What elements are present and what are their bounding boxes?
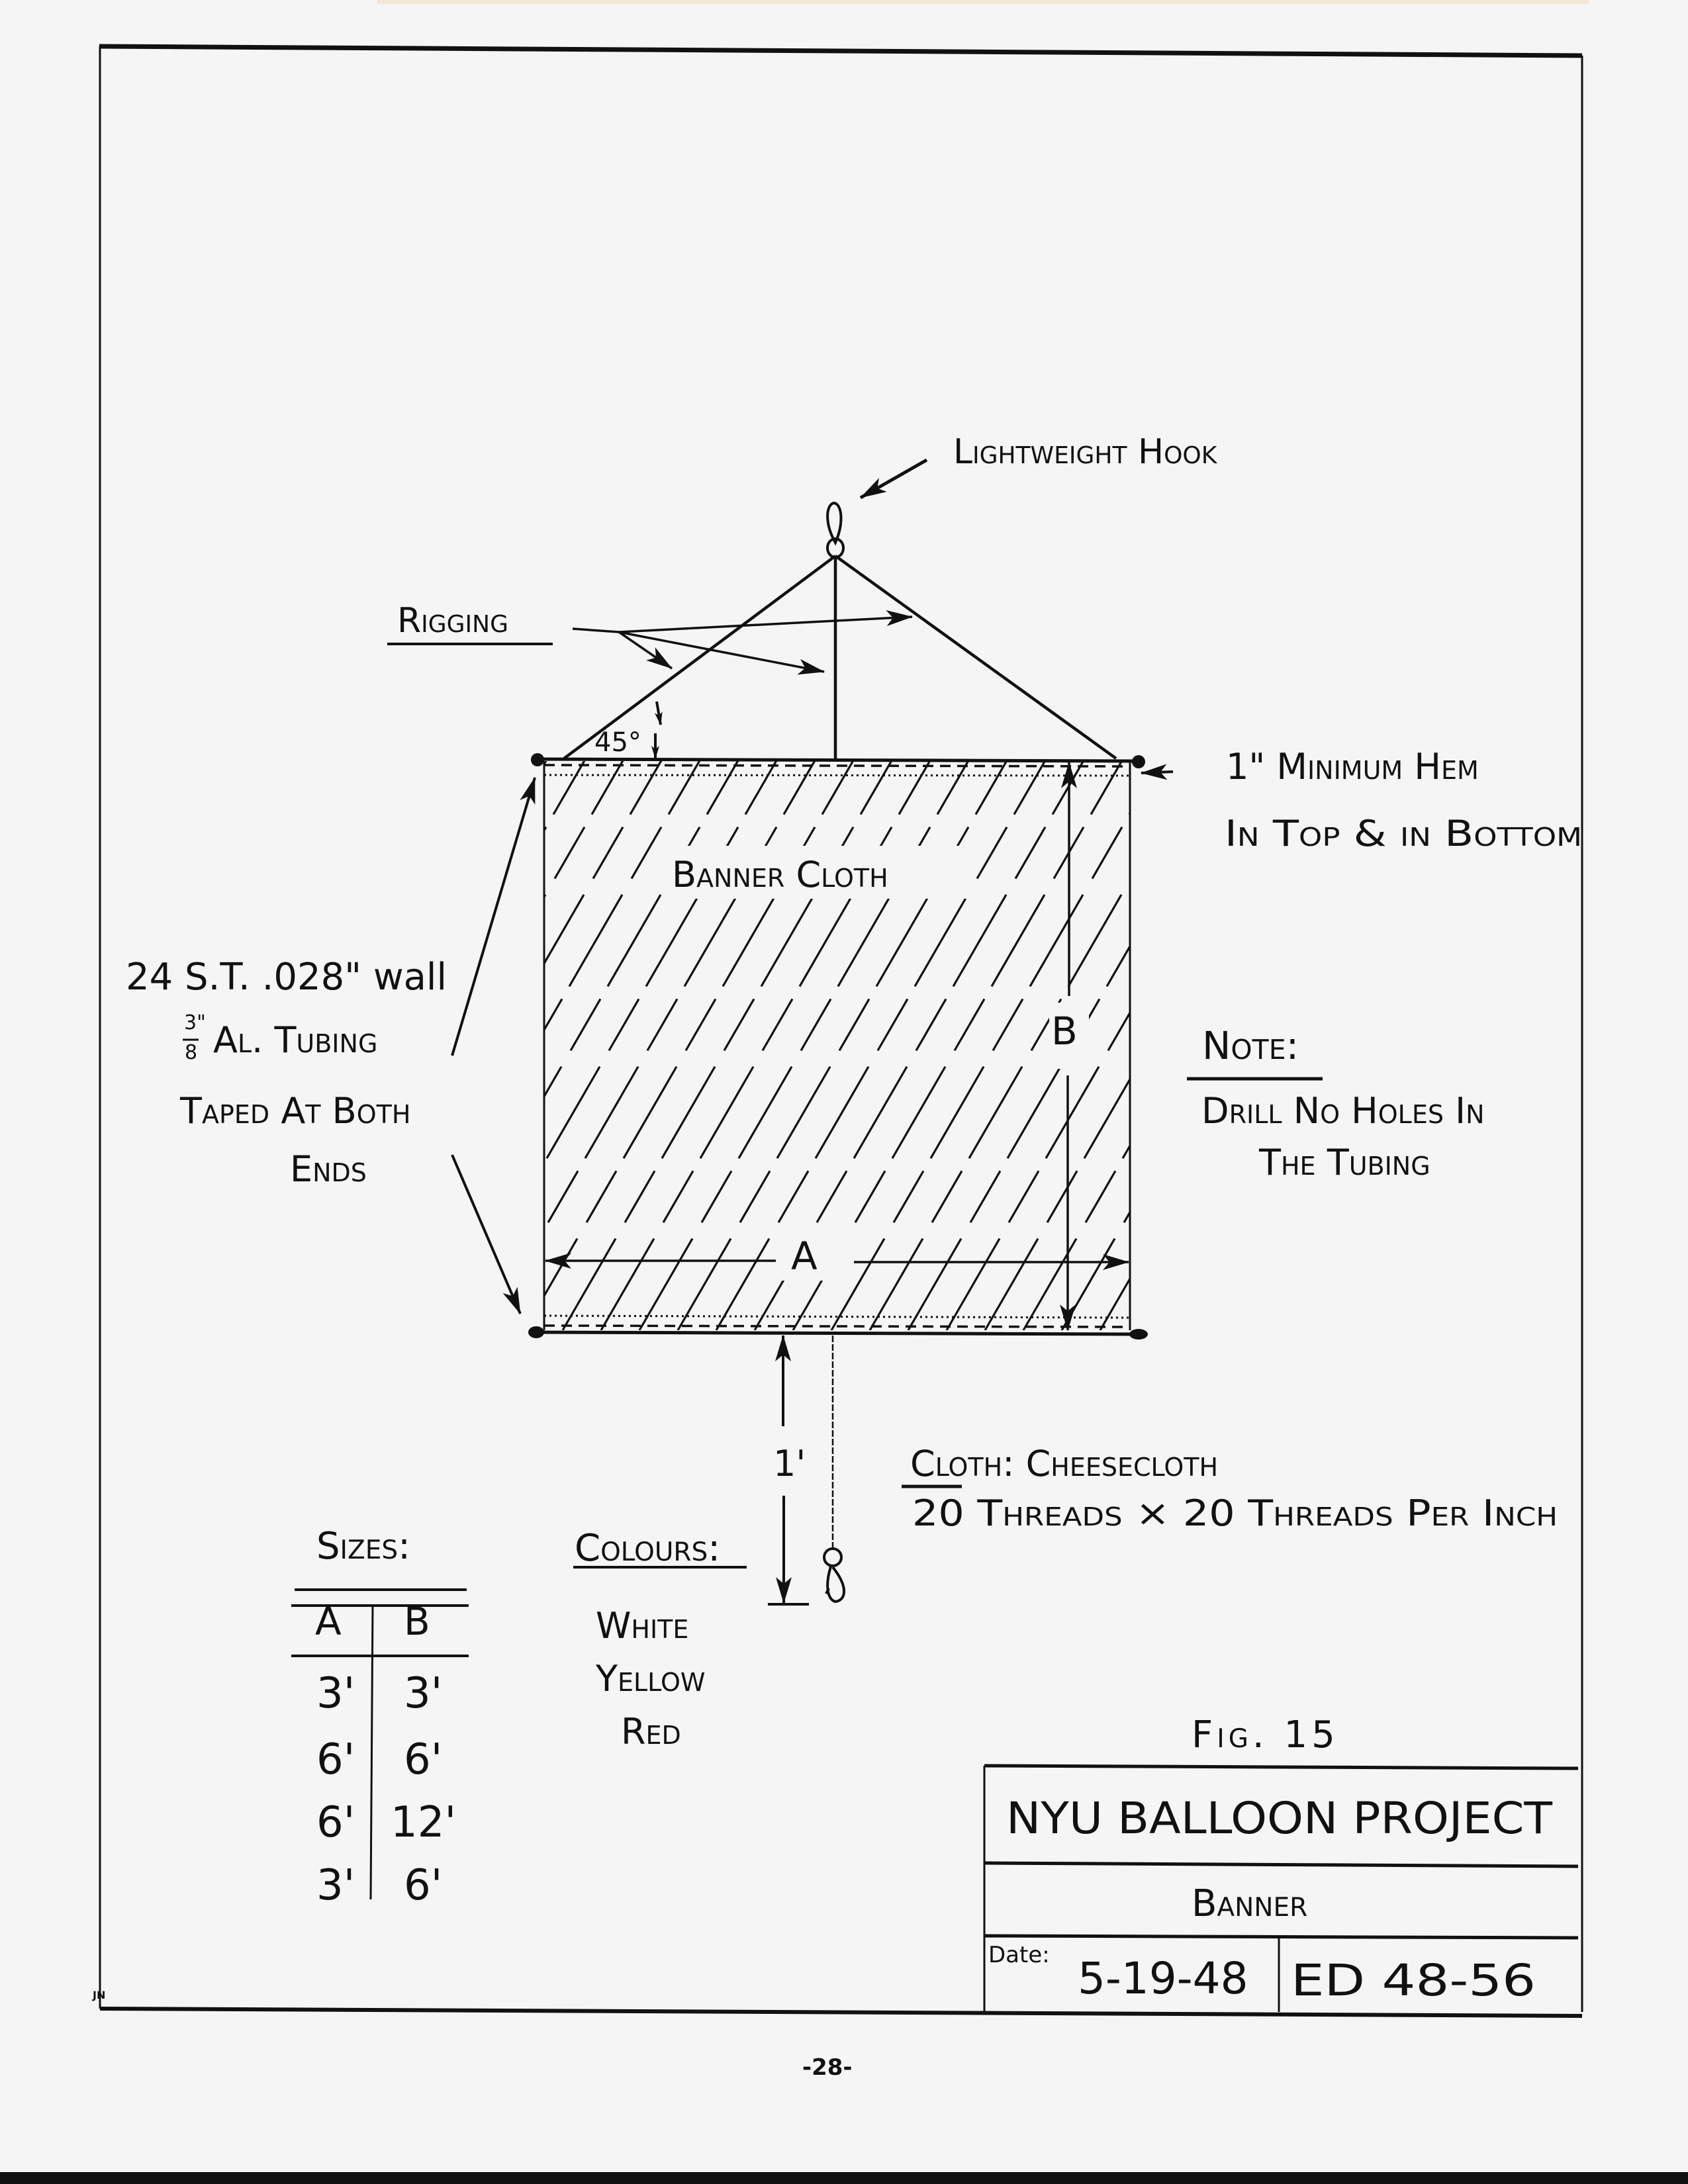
tubing-callout-line4: Ends [290,1148,367,1190]
hatch-line [715,761,1047,1330]
sizes-row-a: 6' [316,1798,355,1847]
cloth-spec-line2: 20 Threads × 20 Threads Per Inch [912,1492,1558,1534]
drop-dimension [768,1335,809,1606]
sizes-row-a: 3' [316,1861,355,1910]
colours-heading: Colours: [575,1527,720,1570]
rigging [563,555,1117,760]
hook-leader-arrow [859,458,928,500]
date-label: Date: [988,1942,1050,1968]
sizes-heading: Sizes: [316,1525,410,1568]
drawing-number: ED 48-56 [1291,1955,1536,2006]
hatch-line [945,1011,1130,1330]
lower-hook-icon [823,1547,845,1604]
drop-dimension-label: 1' [773,1443,806,1484]
rigging-leader-arrows [572,610,913,675]
sizes-table: Sizes: A B 3' 3' 6' 6' 6' 12' 3' 6' [291,1525,469,1910]
colour-item: Yellow [595,1658,705,1700]
cloth-spec-value: : Cheesecloth [1002,1443,1218,1484]
page-number: -28- [802,2054,853,2081]
angle-arrow-top [654,701,663,725]
scan-edge-artifact [377,0,1589,4]
rigging-callout: Rigging [397,601,508,641]
hatch-line [544,761,624,899]
sizes-row-a: 3' [316,1669,355,1718]
dimension-b [1060,762,1077,1331]
cloth-label-bg [662,846,973,899]
sizes-row-b: 3' [404,1669,442,1718]
tubing-leader-arrow-bottom [451,1154,522,1314]
drafter-initials: JN [92,1989,105,2001]
sizes-col-b: B [404,1599,430,1644]
dimension-a [545,1253,1129,1270]
hem-callout-line2: In Top & in Bottom [1225,813,1582,854]
sizes-row-b: 6' [404,1735,442,1784]
sizes-row-b: 6' [404,1861,442,1910]
top-hook-icon [826,501,845,559]
cloth-spec-heading: Cloth [910,1443,1002,1484]
hem-leader-arrow [1141,764,1174,780]
drawing-border [99,44,1583,2018]
hatch-line [868,878,1130,1330]
dimension-b-label: B [1051,1009,1078,1054]
hatch-line [544,761,663,966]
banner-cloth [537,757,1139,1336]
banner-cloth-label: Banner Cloth [672,854,888,895]
tubing-end-caps [528,753,1148,1340]
dimension-a-label: A [791,1234,818,1279]
colour-item: Red [621,1711,681,1752]
colour-item: White [596,1605,688,1647]
title-block [983,1764,1579,2012]
tubing-callout-line3: Taped At Both [179,1090,410,1132]
dim-b-label-bg [1049,1003,1089,1069]
project-name: NYU BALLOON PROJECT [1006,1793,1553,1844]
figure-label: Fig. 15 [1192,1713,1339,1756]
tubing-spec: 24 S.T. .028" wall [126,956,447,999]
cloth-spec-line1: Cloth: Cheesecloth [910,1443,1218,1484]
angle-label: 45° [594,727,641,758]
hook-callout: Lightweight Hook [953,432,1218,472]
note-line2: The Tubing [1258,1142,1430,1183]
drawing-title: Banner [1192,1882,1307,1925]
tubing-callout-line2: Al. Tubing [213,1019,377,1061]
tubing-fraction-num: 3" [184,1011,206,1034]
note-heading: Note: [1202,1023,1299,1068]
tubing-leader-arrow-top [451,777,536,1056]
hatch-line [753,761,1085,1330]
note-line1: Drill No Holes In [1201,1090,1485,1132]
hem-callout-line1: 1" Minimum Hem [1226,746,1479,788]
date-value: 5-19-48 [1078,1953,1248,2004]
scan-bottom-edge [0,2172,1688,2184]
tubing-callout-line1: 24 S.T. .028" wall [126,956,447,999]
hatch-line [830,811,1130,1330]
sizes-row-a: 6' [316,1735,355,1784]
tubing-fraction-den: 8 [185,1041,197,1064]
dim-a-label-bg [778,1228,852,1281]
sizes-col-a: A [315,1599,342,1644]
hatch-line [544,761,701,1032]
sizes-row-b: 12' [391,1798,456,1847]
